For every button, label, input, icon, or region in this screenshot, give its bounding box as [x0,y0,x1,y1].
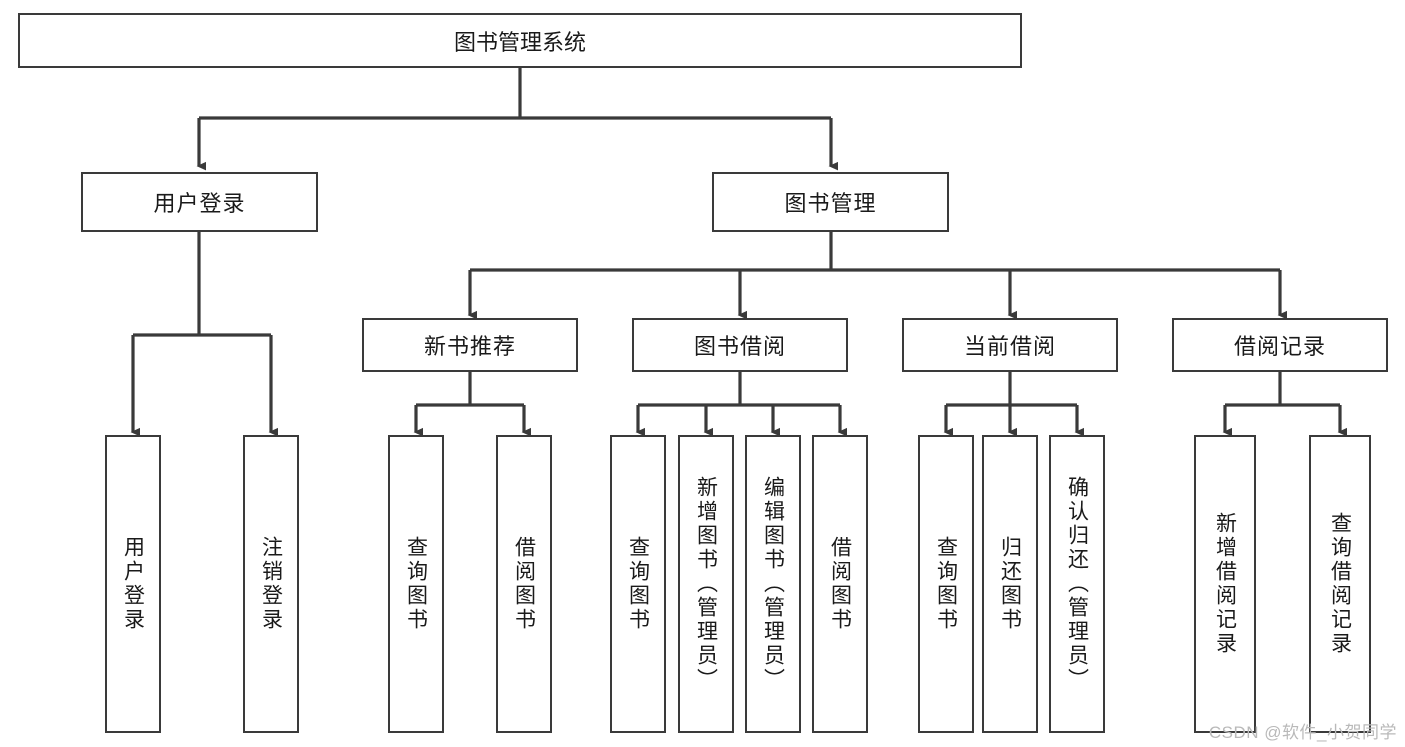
node-label: 借阅图书 [828,536,852,632]
leaf-borrow-record-add[interactable]: 新增借阅记录 [1194,435,1256,733]
node-label: 新书推荐 [423,334,516,359]
node-root-system[interactable]: 图书管理系统 [18,13,1022,68]
node-label: 查询图书 [934,536,958,632]
node-label: 查询借阅记录 [1328,512,1352,656]
node-book-management[interactable]: 图书管理 [712,172,949,232]
leaf-current-borrow-query[interactable]: 查询图书 [918,435,974,733]
node-label: 当前借阅 [963,334,1056,359]
leaf-new-book-query[interactable]: 查询图书 [388,435,444,733]
node-user-login[interactable]: 用户登录 [81,172,318,232]
leaf-user-login-logout[interactable]: 注销登录 [243,435,299,733]
node-label: 查询图书 [626,536,650,632]
node-label: 借阅记录 [1233,334,1326,359]
leaf-new-book-borrow[interactable]: 借阅图书 [496,435,552,733]
node-label: 用户登录 [121,536,145,632]
node-new-book-recommend[interactable]: 新书推荐 [362,318,578,372]
node-borrow-record[interactable]: 借阅记录 [1172,318,1388,372]
node-label: 编辑图书（管理员） [761,476,785,692]
node-current-borrow[interactable]: 当前借阅 [902,318,1118,372]
leaf-current-borrow-return[interactable]: 归还图书 [982,435,1038,733]
leaf-book-borrow-edit[interactable]: 编辑图书（管理员） [745,435,801,733]
leaf-book-borrow-add[interactable]: 新增图书（管理员） [678,435,734,733]
leaf-user-login-login[interactable]: 用户登录 [105,435,161,733]
node-label: 新增图书（管理员） [694,476,718,692]
leaf-book-borrow-query[interactable]: 查询图书 [610,435,666,733]
node-book-borrow[interactable]: 图书借阅 [632,318,848,372]
node-label: 注销登录 [259,536,283,632]
node-label: 新增借阅记录 [1213,512,1237,656]
node-label: 确认归还（管理员） [1065,476,1089,692]
node-label: 归还图书 [998,536,1022,632]
node-label: 查询图书 [404,536,428,632]
node-label: 图书借阅 [693,334,786,359]
leaf-current-borrow-confirm[interactable]: 确认归还（管理员） [1049,435,1105,733]
node-label: 图书管理 [784,191,877,216]
leaf-borrow-record-query[interactable]: 查询借阅记录 [1309,435,1371,733]
node-label: 图书管理系统 [453,29,586,55]
node-label: 借阅图书 [512,536,536,632]
watermark: CSDN @软件_小贺同学 [1208,723,1397,742]
node-label: 用户登录 [153,191,246,216]
leaf-book-borrow-borrow[interactable]: 借阅图书 [812,435,868,733]
